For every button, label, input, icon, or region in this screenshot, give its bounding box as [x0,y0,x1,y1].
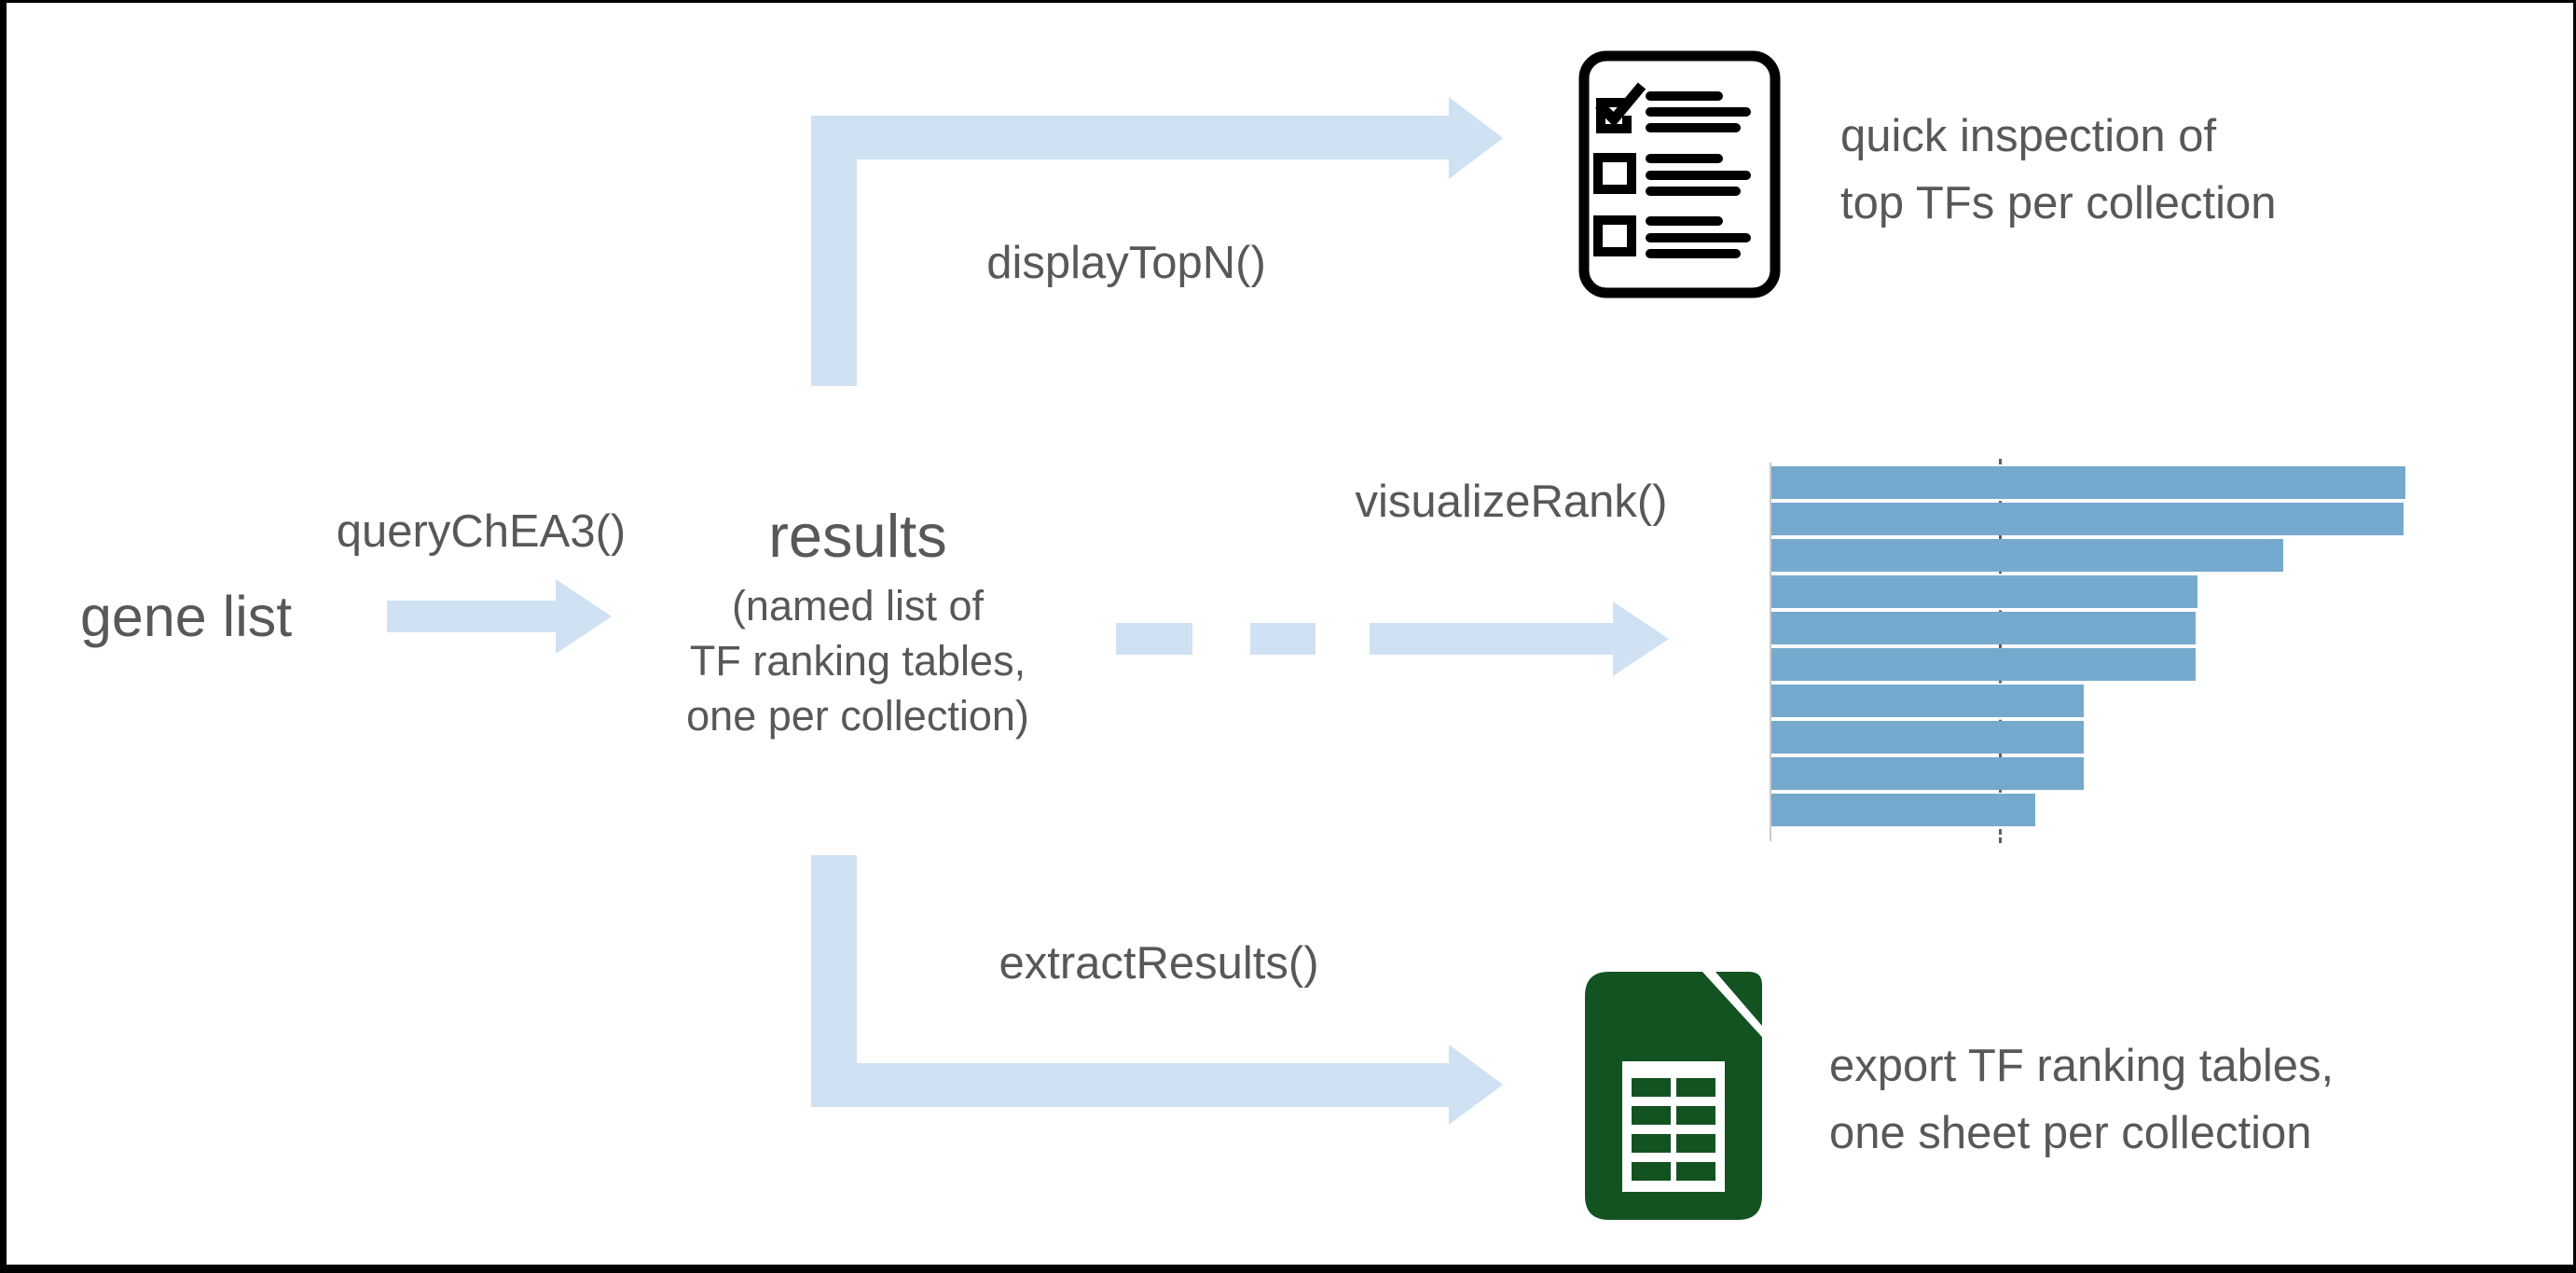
checkbox-empty [1593,215,1636,256]
export-annotation: export TF ranking tables, one sheet per … [1829,1032,2334,1167]
display-arrow-horizontal [811,116,1449,159]
query-function-label: queryChEA3() [336,506,627,557]
display-arrow-vertical [811,116,857,386]
chart-axis-line [1770,463,1771,841]
query-arrow-head [556,579,612,654]
inspection-line2: top TFs per collection [1840,178,2277,228]
chart-bar [1771,503,2404,535]
inspection-annotation: quick inspection of top TFs per collecti… [1840,103,2277,237]
results-subtitle-line2: TF ranking tables, [689,637,1026,685]
chart-bar [1771,794,2035,826]
visualize-arrow-shaft [1370,623,1613,655]
visualize-rank-label: visualizeRank() [1355,477,1668,527]
chart-bar [1771,466,2405,499]
screen-edge-left [0,0,7,1273]
screen-edge-right [2573,0,2576,1273]
chart-bar [1771,575,2197,608]
results-subtitle-line1: (named list of [731,582,985,630]
spreadsheet-icon [1585,972,1762,1220]
chart-bar [1771,612,2196,644]
checkbox-empty [1593,153,1636,194]
results-subtitle-line3: one per collection) [686,692,1029,740]
extract-arrow-head [1449,1045,1503,1125]
checkbox-checked [1596,98,1632,133]
query-arrow-shaft [387,601,557,632]
spreadsheet-cells [1632,1078,1715,1181]
checkmark [1595,82,1646,128]
spreadsheet-fold [1715,972,1762,1026]
results-subtitle: (named list of TF ranking tables, one pe… [597,578,1119,743]
chart-bar [1771,721,2084,754]
export-line1: export TF ranking tables, [1829,1041,2335,1091]
chart-bar [1771,757,2084,790]
export-line2: one sheet per collection [1829,1108,2312,1158]
screen-edge-top [0,0,2576,3]
display-arrow-head [1449,97,1503,179]
extract-results-label: extractResults() [999,938,1319,989]
gene-list-label: gene list [80,585,293,648]
extract-arrow-horizontal [811,1063,1449,1107]
bar-chart [1770,459,2415,845]
visualize-arrow-head [1613,602,1669,676]
screen-edge-bottom [0,1265,2576,1273]
visualize-arrow-dash2 [1250,623,1316,655]
results-title: results [768,502,947,570]
inspection-line1: quick inspection of [1840,111,2217,161]
checklist-icon [1578,50,1781,298]
chart-bar [1771,539,2283,572]
chart-bar [1771,685,2084,717]
display-top-n-label: displayTopN() [986,238,1266,288]
visualize-arrow-dash1 [1116,623,1192,655]
chart-bar [1771,648,2196,681]
